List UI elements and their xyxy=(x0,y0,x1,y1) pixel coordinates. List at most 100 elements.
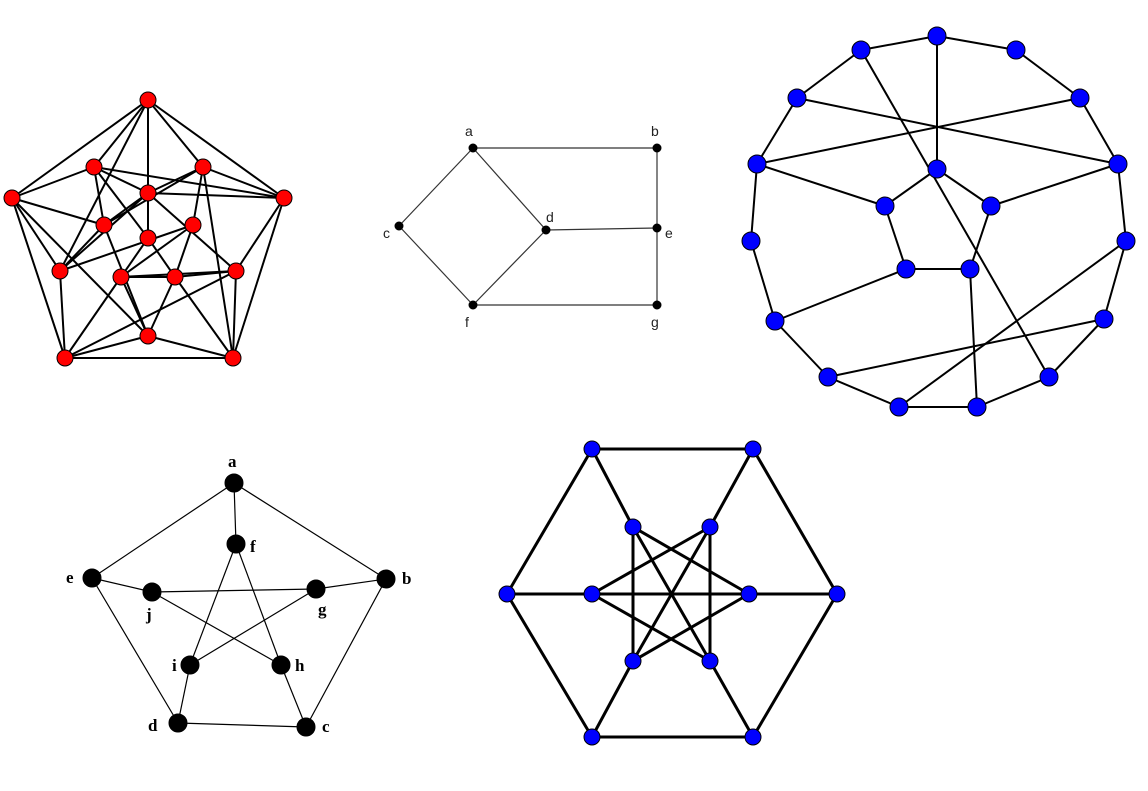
edge-v3-m4 xyxy=(64,276,122,359)
vertex-f xyxy=(468,300,478,310)
vertex-v2 xyxy=(224,349,242,367)
vertex-v1 xyxy=(275,189,293,207)
vertex-f xyxy=(226,534,246,554)
vertex-label-f: f xyxy=(250,537,256,556)
edge-a-b xyxy=(233,482,387,580)
vertex-o3 xyxy=(1108,154,1128,174)
vertex-o10 xyxy=(765,311,785,331)
edge-m2-m3 xyxy=(174,224,194,278)
edge-H1-S1 xyxy=(708,448,755,528)
edge-v0-v1 xyxy=(147,99,285,199)
edge-v4-v0 xyxy=(11,99,149,199)
edge-o6-o7 xyxy=(976,376,1050,408)
edge-c-f xyxy=(398,225,474,306)
edge-o1-o2 xyxy=(1015,49,1081,99)
edge-v2-i3 xyxy=(147,335,234,359)
edge-d-e xyxy=(91,577,179,724)
edge-e-j xyxy=(91,577,153,593)
vertex-label-c: c xyxy=(322,717,330,736)
edge-H3-S3 xyxy=(708,660,755,738)
vertex-a xyxy=(468,143,478,153)
vertex-H4 xyxy=(583,728,601,746)
vertex-v0 xyxy=(139,91,157,109)
vertex-v3 xyxy=(56,349,74,367)
vertex-o5 xyxy=(1094,309,1114,329)
vertex-i1 xyxy=(194,158,212,176)
vertex-m2 xyxy=(184,216,202,234)
edge-o14-o0 xyxy=(860,35,938,51)
edge-f-h xyxy=(235,543,282,666)
edge-v2-i2 xyxy=(232,270,237,359)
blue-graph-20-vertices xyxy=(741,26,1136,417)
vertex-d xyxy=(168,713,188,733)
vertex-o1 xyxy=(1006,40,1026,60)
blue-graph-20 xyxy=(741,26,1136,417)
vertex-j xyxy=(142,582,162,602)
vertex-c xyxy=(139,229,157,247)
edge-v3-i2 xyxy=(64,270,237,359)
vertex-label-a: a xyxy=(228,452,237,471)
edge-o5-o9 xyxy=(827,318,1105,378)
edge-o2-o12 xyxy=(756,97,1081,165)
vertex-S4 xyxy=(624,652,642,670)
edge-i0-m0 xyxy=(93,166,149,194)
edge-p1-p2 xyxy=(969,205,992,270)
edge-d-e xyxy=(545,227,658,231)
edge-o11-o12 xyxy=(750,163,758,242)
edge-o5-o6 xyxy=(1048,318,1105,378)
edge-p3-o10 xyxy=(774,268,907,322)
vertex-p4 xyxy=(875,196,895,216)
edge-o8-o9 xyxy=(827,376,900,408)
vertex-g xyxy=(652,300,662,310)
edge-o3-o4 xyxy=(1117,163,1127,242)
vertex-S1 xyxy=(701,518,719,536)
vertex-b xyxy=(652,143,662,153)
edge-H4-S4 xyxy=(590,660,635,738)
vertex-p3 xyxy=(896,259,916,279)
red-graph-vertices xyxy=(3,91,293,367)
vertex-label-e: e xyxy=(66,568,74,587)
vertex-H5 xyxy=(498,585,516,603)
vertex-S0 xyxy=(624,518,642,536)
blue-graph-12 xyxy=(498,440,846,746)
edge-o12-o13 xyxy=(756,97,798,165)
edge-o10-o11 xyxy=(750,240,776,322)
vertex-label-b: b xyxy=(402,569,411,588)
vertex-p2 xyxy=(960,259,980,279)
edge-v3-v4 xyxy=(11,197,66,359)
vertex-label-j: j xyxy=(145,605,152,624)
vertex-o12 xyxy=(747,154,767,174)
vertex-o14 xyxy=(851,40,871,60)
edge-v2-i1 xyxy=(202,166,234,359)
vertex-o6 xyxy=(1039,367,1059,387)
edge-i0-m1 xyxy=(93,166,105,226)
vertex-o9 xyxy=(818,367,838,387)
vertex-o7 xyxy=(967,397,987,417)
edge-v0-i0 xyxy=(93,99,149,168)
edge-o2-o3 xyxy=(1079,97,1119,165)
edge-d-i xyxy=(177,664,191,724)
edge-v1-i1 xyxy=(202,166,285,199)
vertex-e xyxy=(82,568,102,588)
vertex-p0 xyxy=(927,159,947,179)
edge-v4-i0 xyxy=(11,166,95,199)
vertex-label-g: g xyxy=(318,600,327,619)
vertex-b xyxy=(376,569,396,589)
edge-v1-m0 xyxy=(147,192,285,199)
edge-p0-p1 xyxy=(936,168,992,207)
edge-v3-i4 xyxy=(59,270,66,359)
edge-v1-i0 xyxy=(93,166,285,199)
vertex-label-a: a xyxy=(465,123,473,139)
vertex-v4 xyxy=(3,189,21,207)
vertex-i4 xyxy=(51,262,69,280)
edge-H5-H0 xyxy=(505,448,594,595)
edge-v1-v2 xyxy=(232,197,285,359)
vertex-label-f: f xyxy=(465,314,469,330)
vertex-H3 xyxy=(744,728,762,746)
edge-f-i xyxy=(189,543,237,666)
blue-graph-12-vertices xyxy=(498,440,846,746)
